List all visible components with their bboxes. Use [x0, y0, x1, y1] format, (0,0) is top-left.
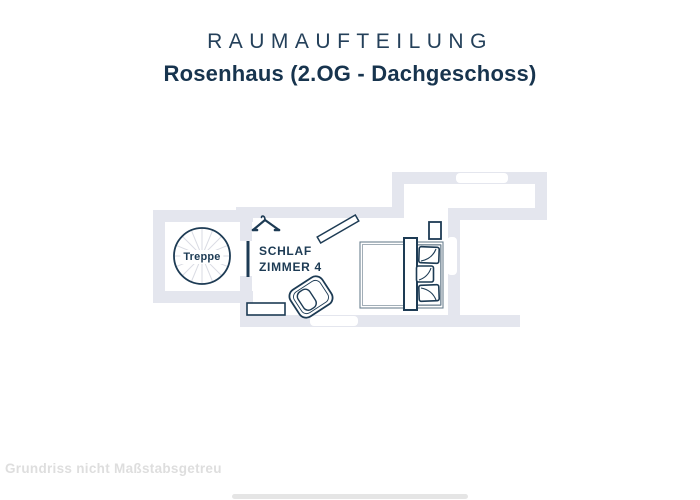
window-top	[456, 173, 508, 183]
duvet-band	[403, 237, 418, 311]
wall-alcove-bottom	[448, 208, 547, 220]
scale-disclaimer: Grundriss nicht Maßstabsgetreu	[5, 461, 222, 476]
window-right	[447, 237, 457, 275]
nightstand-icon	[428, 221, 442, 240]
wall-stair-top	[153, 210, 253, 222]
wall-bedroom-top	[236, 207, 404, 218]
stair-room-label: Treppe	[180, 250, 224, 264]
wall-stair-left	[153, 210, 165, 303]
coat-hanger-icon	[251, 215, 281, 232]
bedroom-label-line1: SCHLAF	[259, 244, 312, 258]
page-title: RAUMAUFTEILUNG	[207, 30, 493, 53]
bedroom-label: SCHLAF ZIMMER 4	[259, 243, 322, 275]
pillows	[415, 245, 441, 303]
window-bottom	[310, 316, 358, 326]
wall-board-icon	[316, 213, 360, 245]
double-bed-icon	[359, 221, 444, 311]
sideboard-icon	[246, 302, 286, 316]
wall-bedroom-bottom	[240, 315, 520, 327]
page-subtitle: Rosenhaus (2.OG - Dachgeschoss)	[163, 61, 537, 86]
bedroom-label-line2: ZIMMER 4	[259, 260, 322, 274]
bottom-bar	[232, 494, 468, 499]
plan-header: RAUMAUFTEILUNG Rosenhaus (2.OG - Dachges…	[0, 30, 700, 87]
wall-stair-bottom	[153, 291, 253, 303]
armchair-icon	[288, 275, 334, 319]
